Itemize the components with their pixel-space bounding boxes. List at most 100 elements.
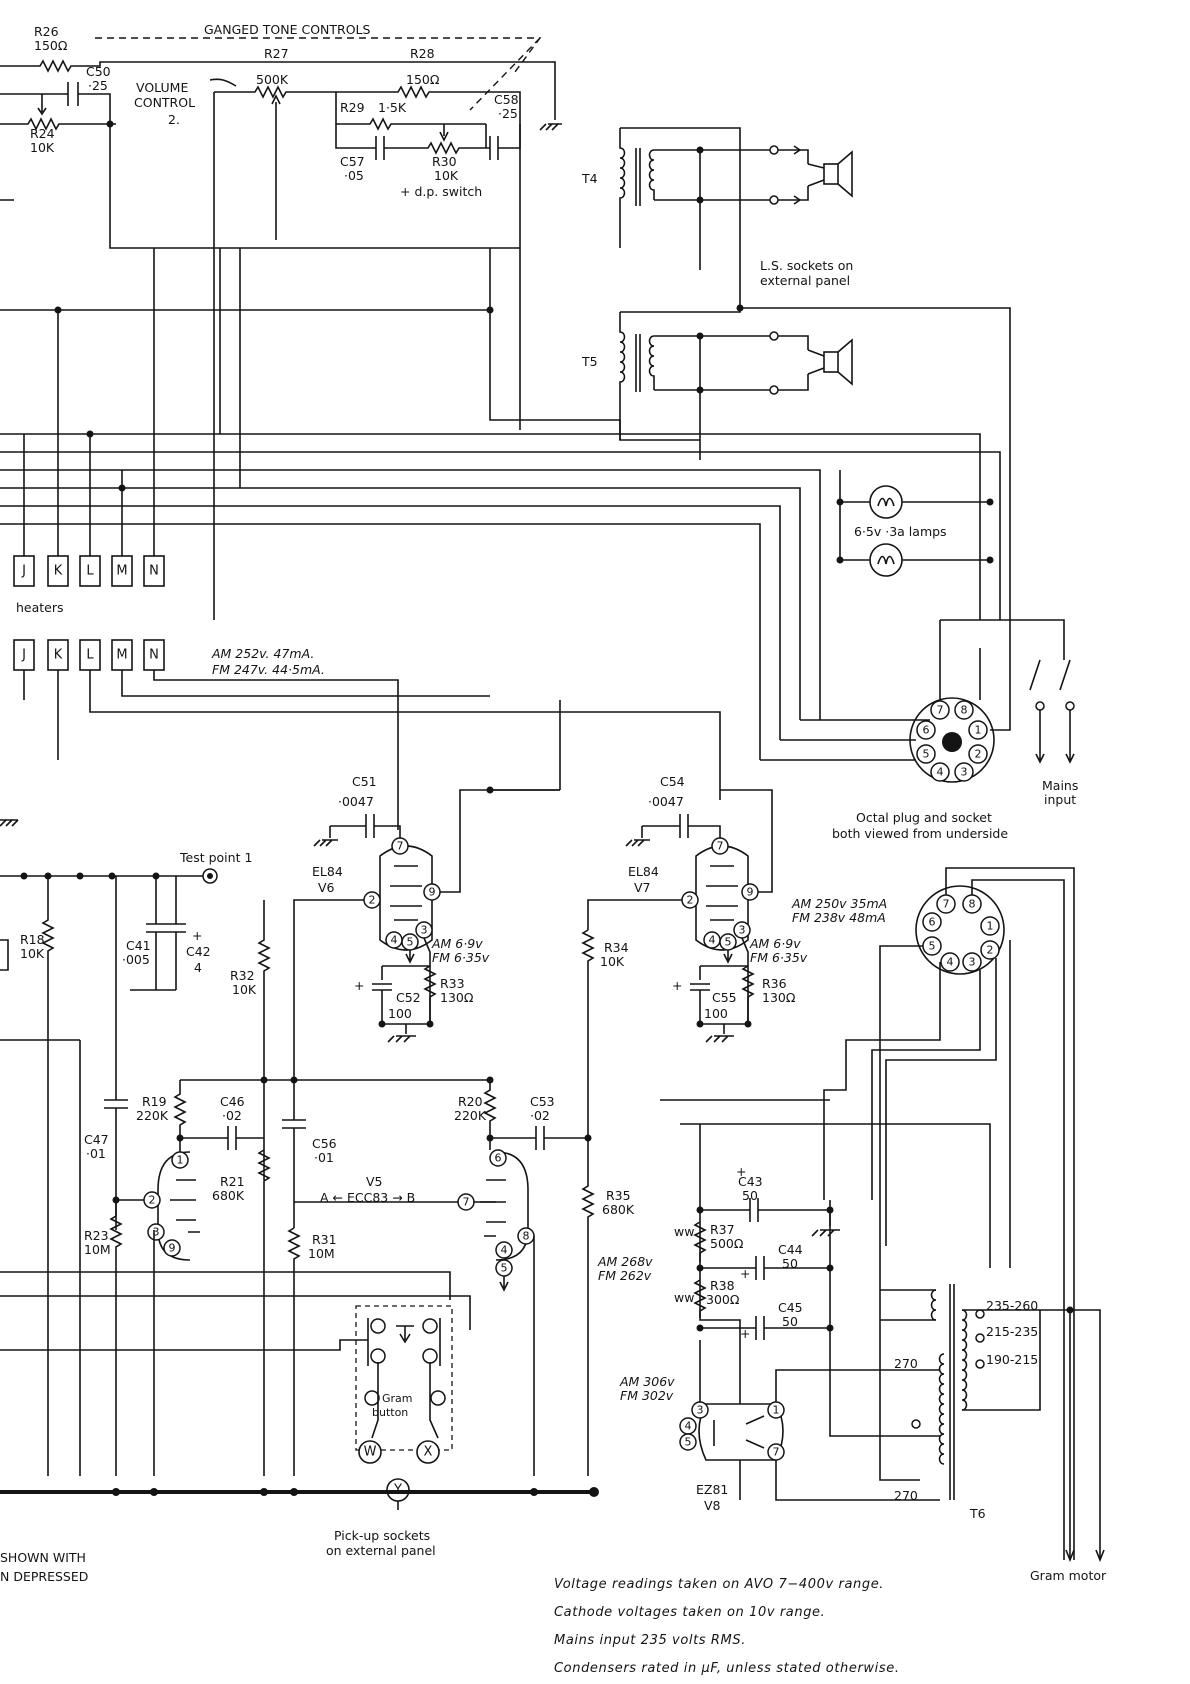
t6-sec-1: 270 [894, 1356, 918, 1371]
r23-value: 10M [84, 1242, 111, 1257]
v7-type: EL84 [628, 864, 659, 879]
svg-text:5: 5 [407, 936, 414, 949]
r38-ref: R38 [710, 1278, 735, 1293]
r38-tag: ww [674, 1290, 694, 1305]
lamp-2-icon [869, 543, 903, 577]
ps-am: AM 250v 35mA [791, 896, 887, 911]
v7-cathode-fm: FM 6·35v [750, 950, 808, 965]
r35-ref: R35 [606, 1188, 631, 1203]
lamp-1-icon [869, 485, 903, 519]
speaker-2-icon [823, 351, 839, 373]
r18-ref: R18 [20, 932, 45, 947]
r34-value: 10K [600, 954, 625, 969]
r38-value: 300Ω [706, 1292, 740, 1307]
gram-button-box [355, 1305, 453, 1451]
svg-text:4: 4 [709, 934, 716, 947]
volume-label-1: VOLUME [136, 80, 188, 95]
r31-value: 10M [308, 1246, 335, 1261]
power-supply: 7 8 6 1 5 2 4 3 AM 250v 35mA FM 238v 48m… [597, 867, 1107, 1583]
svg-text:6: 6 [929, 916, 936, 929]
hv1-fm: FM 262v [598, 1268, 652, 1283]
r21-value: 680K [212, 1188, 245, 1203]
r32-value: 10K [232, 982, 257, 997]
v5-stage: R32 10K R19 220K C46 ·02 1 2 3 9 R21 680… [84, 876, 635, 1476]
ps-fm: FM 238v 48mA [792, 910, 886, 925]
svg-text:3: 3 [697, 1404, 704, 1417]
c42-ref: C42 [186, 944, 211, 959]
c55-value: 100 [704, 1006, 728, 1021]
c52-sign: + [354, 978, 364, 993]
switch-note-1: SHOWN WITH [0, 1550, 86, 1565]
r30-value: 10K [434, 168, 459, 183]
r24-ref: R24 [30, 126, 55, 141]
heater-taps-upper: J K L M N [13, 555, 165, 587]
r36-value: 130Ω [762, 990, 796, 1005]
c41-ref: C41 [126, 938, 151, 953]
gram-motor-label: Gram motor [1030, 1568, 1107, 1583]
v6-type: EL84 [312, 864, 343, 879]
svg-text:3: 3 [153, 1226, 160, 1239]
r23-ref: R23 [84, 1228, 109, 1243]
svg-text:2: 2 [687, 894, 694, 907]
svg-text:3: 3 [739, 924, 746, 937]
r34-ref: R34 [604, 940, 629, 955]
c52-ref: C52 [396, 990, 421, 1005]
svg-text:7: 7 [717, 840, 724, 853]
decoupling-section: Test point 1 R18 10K C41 ·005 + C42 4 [0, 819, 252, 1041]
gram-label-2: button [372, 1406, 408, 1419]
heater-taps-lower: J K L M N [13, 639, 165, 671]
v7-ref: V7 [634, 880, 651, 895]
t6-tap-2: 215-235 [986, 1324, 1038, 1339]
svg-text:5: 5 [929, 940, 936, 953]
svg-text:9: 9 [747, 886, 754, 899]
gram-section: Gram button W X Y Pick-up sockets on ext… [0, 1040, 599, 1584]
svg-text:4: 4 [391, 934, 398, 947]
c45-value: 50 [782, 1314, 798, 1329]
r37-tag: ww [674, 1224, 694, 1239]
c43-ref: C43 [738, 1174, 763, 1189]
note-1: Voltage readings taken on AVO 7−400v ran… [554, 1577, 884, 1592]
v6-stage: C51 ·0047 7 9 2 3 4 5 EL84 V6 AM 6·9v FM… [293, 774, 560, 1080]
r26-ref: R26 [34, 24, 59, 39]
r29-ref: R29 [340, 100, 365, 115]
t5-ref: T5 [581, 354, 598, 369]
svg-text:8: 8 [961, 704, 968, 717]
r29-value: 1·5K [378, 100, 407, 115]
v6-ref: V6 [318, 880, 335, 895]
r33-ref: R33 [440, 976, 465, 991]
c42-value: 4 [194, 960, 202, 975]
v8-ref: V8 [704, 1498, 721, 1513]
mains-label-1: Mains [1042, 778, 1078, 793]
v8-type: EZ81 [696, 1482, 728, 1497]
r19-value: 220K [136, 1108, 169, 1123]
volume-label-3: 2. [168, 112, 180, 127]
tap-k-lower: K [54, 648, 63, 663]
r33-value: 130Ω [440, 990, 474, 1005]
tone-control-section: GANGED TONE CONTROLS R26 150Ω C50 ·25 R2… [0, 22, 562, 620]
r35-value: 680K [602, 1202, 635, 1217]
svg-text:2: 2 [975, 748, 982, 761]
note-2: Cathode voltages taken on 10v range. [554, 1605, 825, 1620]
c56-value: ·01 [314, 1150, 334, 1165]
r28-ref: R28 [410, 46, 435, 61]
pickup-x: X [424, 1445, 433, 1460]
pickup-w: W [364, 1445, 377, 1460]
octal-label-1: Octal plug and socket [856, 810, 992, 825]
t6-tap-3: 190-215 [986, 1352, 1038, 1367]
c55-ref: C55 [712, 990, 737, 1005]
svg-text:1: 1 [975, 724, 982, 737]
r27-value: 500K [256, 72, 289, 87]
tap-l-lower: L [86, 648, 94, 663]
supply-fm: FM 247v. 44·5mA. [212, 662, 325, 677]
switch-note-2: N DEPRESSED [0, 1569, 88, 1584]
tap-j-lower: J [21, 648, 26, 663]
r37-ref: R37 [710, 1222, 735, 1237]
c41-value: ·005 [122, 952, 150, 967]
c50-value: ·25 [88, 78, 108, 93]
c57-ref: C57 [340, 154, 365, 169]
svg-text:7: 7 [773, 1446, 780, 1459]
svg-text:2: 2 [987, 944, 994, 957]
svg-text:4: 4 [947, 956, 954, 969]
hv2-am: AM 306v [619, 1374, 675, 1389]
